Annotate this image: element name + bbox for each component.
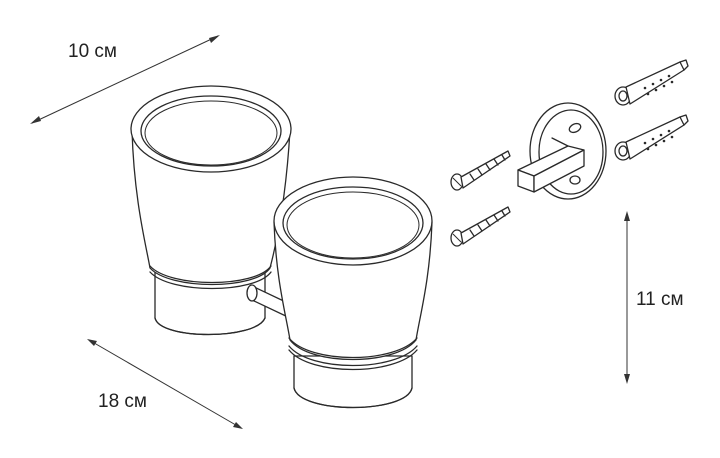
height-dimension-label: 11 см [636, 289, 684, 310]
connecting-bar [246, 284, 291, 319]
screw-upper [450, 150, 511, 191]
screw-lower [450, 206, 511, 247]
height-dimension-line [624, 211, 630, 384]
right-tumbler [273, 176, 433, 409]
depth-dimension-label: 18 см [98, 391, 147, 412]
depth-dimension-line [87, 339, 243, 429]
wall-mount-bracket [517, 102, 607, 200]
width-dimension-label: 10 см [68, 41, 117, 62]
left-tumbler [130, 85, 292, 336]
wall-plug-lower [614, 114, 689, 161]
wall-plug-upper [614, 59, 689, 106]
width-dimension-line [30, 35, 220, 124]
